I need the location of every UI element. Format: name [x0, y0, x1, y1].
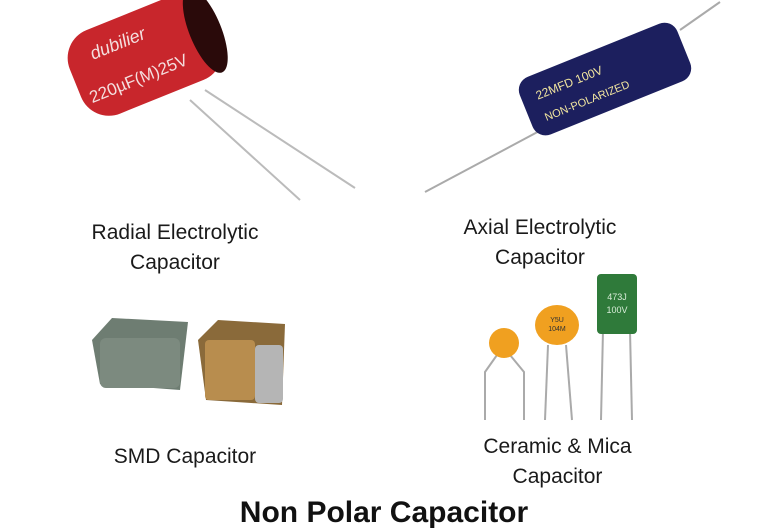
axial-label: Axial Electrolytic Capacitor [425, 213, 655, 273]
radial-label-line1: Radial Electrolytic [91, 221, 259, 244]
page-title: Non Polar Capacitor [239, 496, 529, 529]
ceramic-marking: Y5U [550, 317, 564, 324]
ceramic-label-line2: Capacitor [512, 465, 603, 488]
axial-label-line2: Capacitor [495, 246, 585, 269]
smd-label: SMD Capacitor [113, 445, 257, 468]
ceramic-mica-capacitors: Y5U 104M 473J 100V [484, 274, 637, 421]
radial-label: Radial Electrolytic Capacitor [60, 218, 290, 278]
ceramic-label: Ceramic & Mica Capacitor [445, 432, 670, 492]
mica-voltage-marking: 100V [606, 305, 627, 315]
ceramic-label-line1: Ceramic & Mica [483, 435, 632, 458]
radial-label-line2: Capacitor [130, 251, 220, 274]
mica-marking: 473J [607, 292, 627, 302]
capacitor-illustrations: dubilier 220µF(M)25V 22MFD 100V NON-POLA… [67, 0, 721, 421]
smd-capacitors [92, 318, 285, 405]
axial-label-line1: Axial Electrolytic [463, 216, 617, 239]
ceramic-value-marking: 104M [548, 326, 566, 333]
axial-electrolytic-capacitor: 22MFD 100V NON-POLARIZED [424, 1, 721, 193]
radial-electrolytic-capacitor: dubilier 220µF(M)25V [67, 0, 356, 201]
